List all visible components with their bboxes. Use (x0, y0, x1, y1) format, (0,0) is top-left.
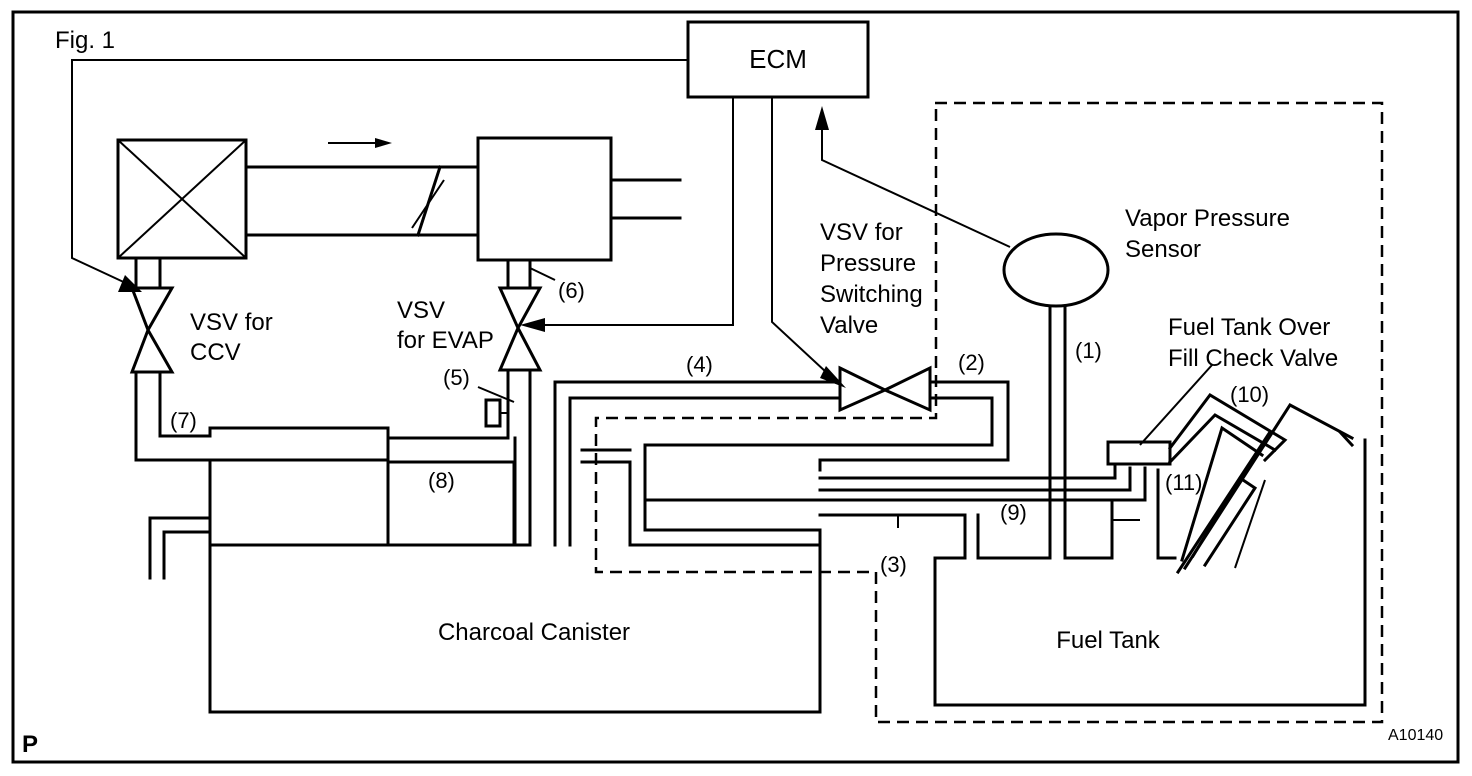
vsv-evap-valve (497, 286, 543, 372)
callout-2: (2) (958, 350, 985, 375)
leader-check-valve (1139, 364, 1213, 446)
vapor-pressure-sensor-label-2: Sensor (1125, 236, 1201, 263)
pressure-switching-valve (838, 365, 932, 413)
fuel-tank-label: Fuel Tank (1056, 627, 1161, 654)
ecm-to-ccv-signal (71, 59, 688, 292)
airflow-arrow (328, 138, 392, 148)
vsv-ccv-label-2: CCV (190, 339, 241, 366)
callout-4: (4) (686, 352, 713, 377)
sensor-to-ecm-signal (815, 106, 1011, 248)
callout-8: (8) (428, 468, 455, 493)
ecm-to-switching-signal (771, 97, 846, 388)
ecm-label: ECM (749, 44, 807, 74)
vapor-pressure-sensor-label-1: Vapor Pressure (1125, 205, 1290, 232)
vsv-ccv-label-1: VSV for (190, 309, 273, 336)
callout-5: (5) (443, 365, 470, 390)
pipe-3 (818, 513, 967, 560)
vsv-evap-label-1: VSV (397, 297, 445, 324)
pipe-9 (643, 460, 1147, 502)
pipe-2 (580, 380, 1010, 547)
vapor-pressure-sensor (1002, 232, 1110, 308)
callout-9: (9) (1000, 500, 1027, 525)
fuel-tank-body (933, 438, 1367, 707)
vsv-pressure-label-3: Switching (820, 281, 923, 308)
vsv-ccv-valve (129, 286, 175, 374)
callout-6: (6) (558, 278, 585, 303)
air-cleaner (116, 138, 248, 260)
ecm-to-evap-signal (520, 97, 734, 332)
leader-6 (529, 267, 556, 281)
vsv-pressure-label-2: Pressure (820, 250, 916, 277)
ccv-line (134, 256, 212, 580)
vsv-pressure-label-1: VSV for (820, 219, 903, 246)
callout-10: (10) (1230, 382, 1269, 407)
sensor-pipe-1 (1048, 304, 1067, 560)
part-code: A10140 (1388, 727, 1443, 744)
corner-code: P (22, 731, 38, 758)
charcoal-canister-body (208, 426, 822, 714)
callout-1: (1) (1075, 338, 1102, 363)
charcoal-canister-label: Charcoal Canister (438, 619, 630, 646)
callout-7: (7) (170, 408, 197, 433)
check-valve-label-1: Fuel Tank Over (1168, 314, 1330, 341)
vsv-pressure-label-4: Valve (820, 312, 878, 339)
fig-label: Fig. 1 (55, 27, 115, 54)
callout-3: (3) (880, 552, 907, 577)
vsv-evap-label-2: for EVAP (397, 327, 494, 354)
dashed-boundary (594, 101, 1384, 724)
pipe-4 (553, 380, 842, 547)
check-valve-label-2: Fill Check Valve (1168, 345, 1338, 372)
callout-11: (11) (1165, 470, 1203, 495)
filler-neck (1106, 393, 1355, 575)
intake-manifold (476, 136, 682, 262)
intake-pipe (244, 165, 480, 237)
leader-5 (477, 386, 515, 403)
diagram-frame (11, 10, 1460, 764)
